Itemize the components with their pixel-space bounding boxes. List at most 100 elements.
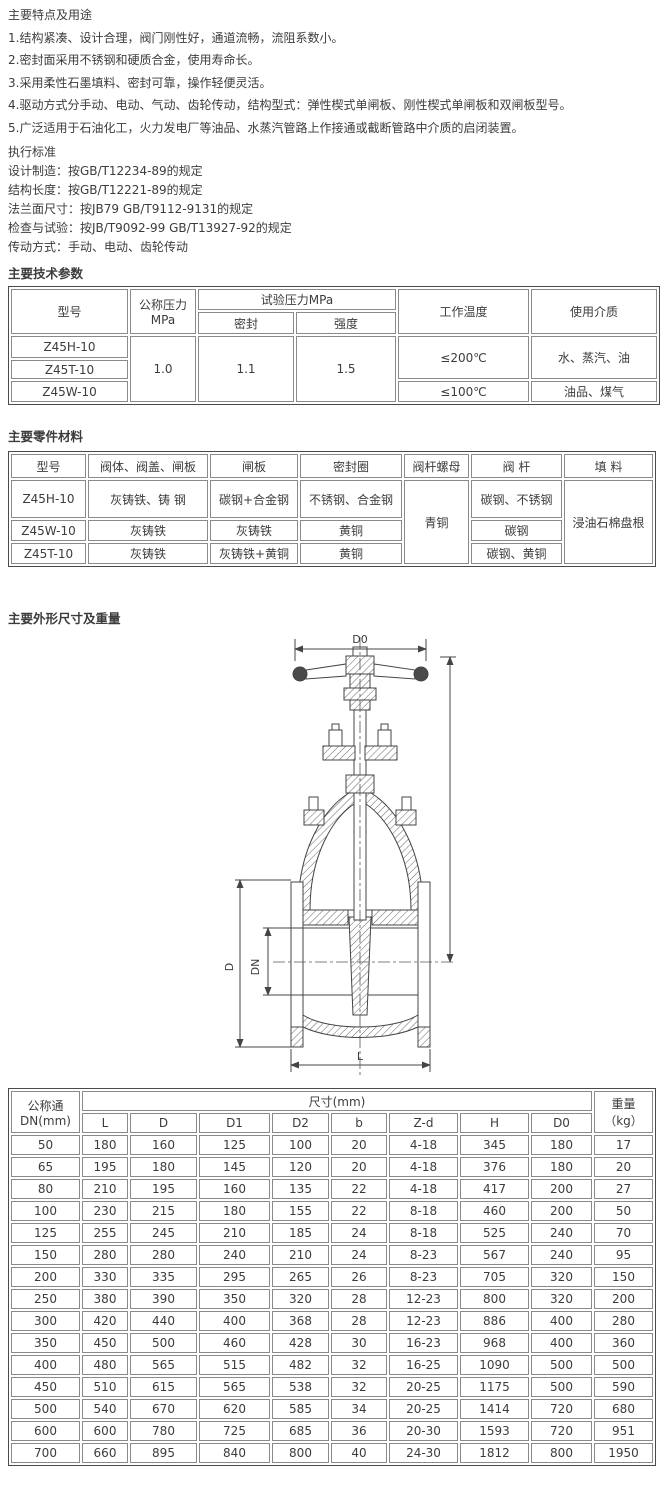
dimension-cell: 65 xyxy=(11,1157,80,1177)
dimension-cell: 460 xyxy=(460,1201,529,1221)
dimension-cell: 670 xyxy=(130,1399,197,1419)
dimension-cell: 515 xyxy=(199,1355,270,1375)
temperature-cell: ≤200℃ xyxy=(398,336,529,379)
dimension-cell: 500 xyxy=(531,1355,592,1375)
dimensions-title: 主要外形尺寸及重量 xyxy=(8,611,121,626)
dimension-cell: 210 xyxy=(199,1223,270,1243)
dimension-cell: 600 xyxy=(11,1421,80,1441)
model-cell: Z45W-10 xyxy=(11,381,128,402)
dimension-cell: 240 xyxy=(199,1245,270,1265)
body-material-cell: 灰铸铁 xyxy=(88,543,208,564)
handwheel-right-spoke xyxy=(373,663,416,680)
col-subheader-b: b xyxy=(331,1113,387,1133)
dimension-cell: 680 xyxy=(594,1399,653,1419)
dimension-cell: 510 xyxy=(82,1377,128,1397)
dimension-cell: 380 xyxy=(82,1289,128,1309)
dimension-cell: 28 xyxy=(331,1289,387,1309)
col-header-stem-nut: 阀杆螺母 xyxy=(404,454,469,478)
dimension-cell: 27 xyxy=(594,1179,653,1199)
col-header-body-bonnet-gate: 阀体、阀盖、闸板 xyxy=(88,454,208,478)
col-header-stem: 阀 杆 xyxy=(471,454,562,478)
dimension-cell: 500 xyxy=(130,1333,197,1353)
col-header-size: 尺寸(mm) xyxy=(82,1091,592,1111)
dimension-cell: 450 xyxy=(11,1377,80,1397)
dimension-cell: 500 xyxy=(11,1399,80,1419)
dimension-cell: 160 xyxy=(199,1179,270,1199)
dimension-cell: 185 xyxy=(272,1223,329,1243)
dimension-cell: 200 xyxy=(531,1179,592,1199)
model-cell: Z45T-10 xyxy=(11,543,86,564)
feature-item: 1.结构紧凑、设计合理，阀门刚性好，通道流畅，流阻系数小。 xyxy=(8,30,344,45)
col-header-pressure-line2: MPa xyxy=(150,313,176,327)
dimension-cell: 20-30 xyxy=(389,1421,458,1441)
materials-title: 主要零件材料 xyxy=(8,429,84,444)
dimension-cell: 180 xyxy=(199,1201,270,1221)
dimension-cell: 540 xyxy=(82,1399,128,1419)
dimension-cell: 200 xyxy=(594,1289,653,1309)
dimension-cell: 8-23 xyxy=(389,1267,458,1287)
dimension-cell: 968 xyxy=(460,1333,529,1353)
dimension-cell: 400 xyxy=(531,1311,592,1331)
dimension-cell: 100 xyxy=(11,1201,80,1221)
dimension-cell: 4-18 xyxy=(389,1179,458,1199)
dimension-cell: 195 xyxy=(130,1179,197,1199)
handwheel-right-grip xyxy=(413,666,429,682)
dimension-cell: 660 xyxy=(82,1443,128,1463)
col-header-test-pressure: 试验压力MPa xyxy=(198,289,396,310)
features-title: 主要特点及用途 xyxy=(8,8,93,22)
dimension-cell: 1090 xyxy=(460,1355,529,1375)
right-flange xyxy=(417,881,431,1048)
dimension-cell: 300 xyxy=(11,1311,80,1331)
dimension-cell: 1414 xyxy=(460,1399,529,1419)
dimension-cell: 320 xyxy=(531,1289,592,1309)
dimension-cell: 250 xyxy=(11,1289,80,1309)
l-dimension-label: L xyxy=(357,1050,364,1063)
feature-item: 5.广泛适用于石油化工，火力发电厂等油品、水蒸汽管路上作接通或截断管路中介质的启… xyxy=(8,120,524,135)
dimension-cell: 30 xyxy=(331,1333,387,1353)
dimension-cell: 376 xyxy=(460,1157,529,1177)
gate-material-cell: 灰铸铁+黄铜 xyxy=(210,543,298,564)
dimension-cell: 600 xyxy=(82,1421,128,1441)
gate-valve-cross-section: D0 D DN L xyxy=(223,633,456,1075)
dimension-cell: 240 xyxy=(531,1223,592,1243)
dimension-cell: 20 xyxy=(594,1157,653,1177)
dimension-cell: 428 xyxy=(272,1333,329,1353)
dimension-cell: 255 xyxy=(82,1223,128,1243)
dimension-cell: 1950 xyxy=(594,1443,653,1463)
dimension-cell: 125 xyxy=(199,1135,270,1155)
dimension-cell: 180 xyxy=(82,1135,128,1155)
col-header-nominal-diameter: 公称通 DN(mm) xyxy=(11,1091,80,1133)
strength-pressure-cell: 1.5 xyxy=(296,336,396,402)
col-header-seal: 密封 xyxy=(198,312,294,334)
dimension-cell: 120 xyxy=(272,1157,329,1177)
dimension-cell: 4-18 xyxy=(389,1157,458,1177)
dimension-cell: 20 xyxy=(331,1135,387,1155)
dimension-cell: 32 xyxy=(331,1355,387,1375)
dimension-cell: 20 xyxy=(331,1157,387,1177)
dimension-cell: 480 xyxy=(82,1355,128,1375)
seal-material-cell: 黄铜 xyxy=(300,543,402,564)
dn-dimension-label: DN xyxy=(249,959,262,976)
dimension-cell: 280 xyxy=(130,1245,197,1265)
tech-params-title: 主要技术参数 xyxy=(8,266,84,281)
dimension-cell: 4-18 xyxy=(389,1135,458,1155)
dimension-cell: 320 xyxy=(531,1267,592,1287)
dimension-cell: 280 xyxy=(594,1311,653,1331)
dimension-cell: 200 xyxy=(11,1267,80,1287)
dimension-cell: 145 xyxy=(199,1157,270,1177)
dimension-cell: 345 xyxy=(460,1135,529,1155)
dimension-cell: 295 xyxy=(199,1267,270,1287)
dimension-cell: 215 xyxy=(130,1201,197,1221)
left-flange xyxy=(290,881,304,1048)
dimension-cell: 280 xyxy=(82,1245,128,1265)
stem-material-cell: 碳钢、不锈钢 xyxy=(471,480,562,518)
